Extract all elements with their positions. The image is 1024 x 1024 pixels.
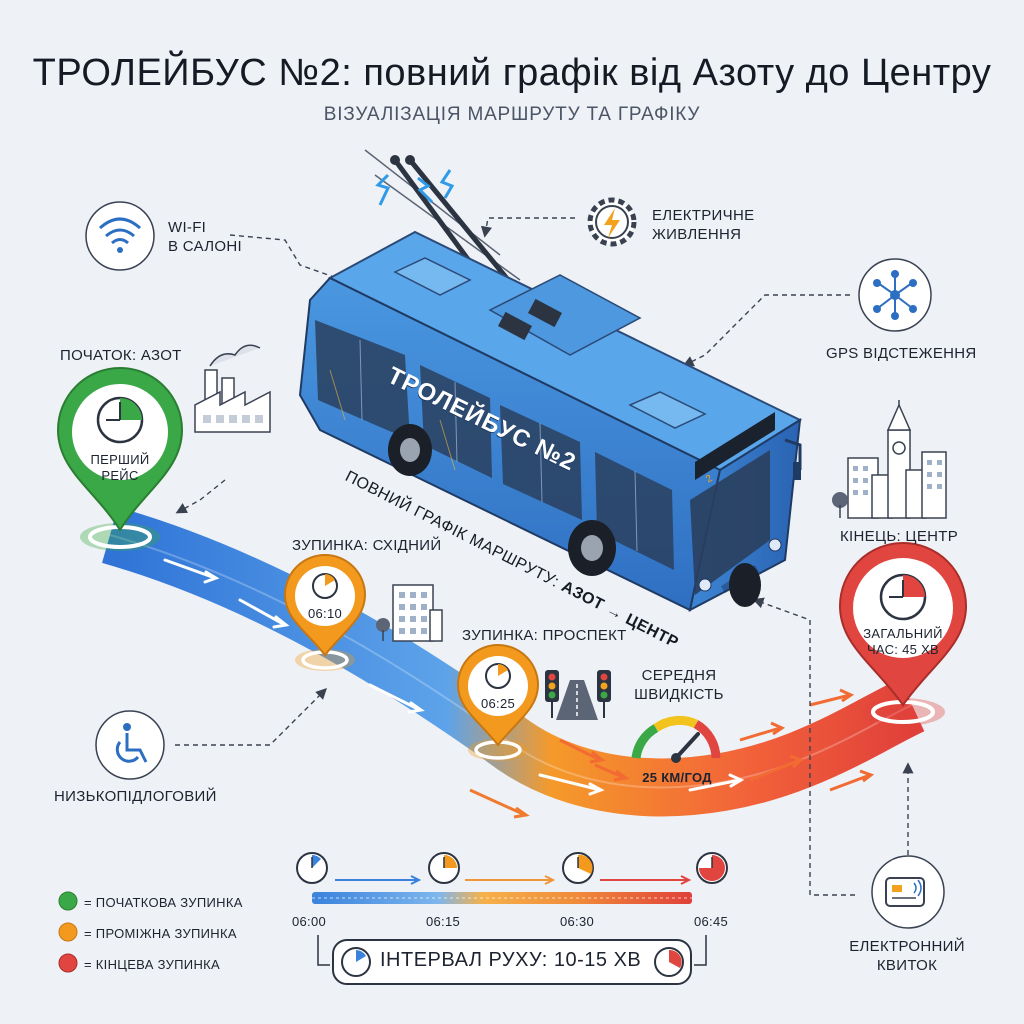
gear-lightning-icon [587,197,637,247]
end-pin-text-line2: ЧАС: 45 ХВ [866,642,940,657]
speed-arrows [559,688,875,792]
power-label: ЕЛЕКТРИЧНЕ ЖИВЛЕННЯ [652,206,754,244]
gps-label: GPS ВІДСТЕЖЕННЯ [826,345,977,362]
wifi-label-line1: WI-FI [168,219,207,236]
ticket-label: ЕЛЕКТРОННИЙ КВИТОК [840,937,974,975]
network-icon [858,258,932,332]
avg-speed-value: 25 КМ/ГОД [642,770,712,785]
card-reader-icon [871,855,945,929]
timeline [296,852,728,985]
ticket-label-line1: ЕЛЕКТРОННИЙ [849,938,965,955]
wifi-icon [85,201,155,271]
avg-speed-label-line1: СЕРЕДНЯ [641,667,717,684]
timeline-clock-4 [696,852,728,884]
start-pin-text: ПЕРШИЙ РЕЙС [86,452,154,484]
legend-end: = КІНЦЕВА ЗУПИНКА [84,957,220,972]
timeline-tick-0630: 06:30 [560,914,595,929]
end-stop-title: КІНЕЦЬ: ЦЕНТР [840,528,959,545]
avg-speed-label-line2: ШВИДКІСТЬ [634,686,724,703]
east-stop-title: ЗУПИНКА: СХІДНИЙ [292,537,442,554]
end-pin-text: ЗАГАЛЬНИЙ ЧАС: 45 ХВ [858,626,948,658]
ticket-label-line2: КВИТОК [876,957,938,974]
page-title: ТРОЛЕЙБУС №2: повний графік від Азоту до… [32,52,992,94]
power-label-line1: ЕЛЕКТРИЧНЕ [652,207,755,224]
prospect-stop-time: 06:25 [480,696,516,711]
end-pin-text-line1: ЗАГАЛЬНИЙ [863,626,943,641]
factory-icon [194,344,271,433]
timeline-clock-1 [296,852,328,884]
lowfloor-label: НИЗЬКОПІДЛОГОВИЙ [54,788,217,805]
interval-label: ІНТЕРВАЛ РУХУ: 10-15 ХВ [380,949,642,971]
prospect-stop-title: ЗУПИНКА: ПРОСПЕКТ [462,627,627,644]
page-subtitle: ВІЗУАЛІЗАЦІЯ МАРШРУТУ ТА ГРАФІКУ [323,104,701,125]
trolleybus [298,230,803,612]
avg-speed-label: СЕРЕДНЯ ШВИДКІСТЬ [624,666,734,704]
wifi-label-line2: В САЛОНІ [168,238,242,255]
bus-wheels [388,424,761,607]
route-arrows [163,558,745,796]
timeline-clock-2 [428,852,460,884]
speedometer-icon [631,715,721,763]
wifi-label: WI-FI В САЛОНІ [168,218,242,256]
traffic-lights-icon [545,670,611,720]
start-stop-title: ПОЧАТОК: АЗОТ [60,347,182,364]
start-pin-text-line1: ПЕРШИЙ [90,452,150,467]
legend-start: = ПОЧАТКОВА ЗУПИНКА [84,895,243,910]
start-pin-text-line2: РЕЙС [101,468,139,483]
legend-dots [58,891,78,973]
pin-end [838,542,968,726]
timeline-clock-3 [562,852,594,884]
wheelchair-icon [95,710,165,780]
timeline-tick-0615: 06:15 [426,914,461,929]
buildings-icon [376,584,443,642]
power-label-line2: ЖИВЛЕННЯ [652,226,742,243]
east-stop-time: 06:10 [307,606,343,621]
timeline-tick-0600: 06:00 [292,914,327,929]
route-band [102,507,925,819]
pin-east [283,554,367,671]
city-skyline-icon [832,400,947,519]
pin-prospect [456,644,540,761]
legend-intermediate: = ПРОМІЖНА ЗУПИНКА [84,926,237,941]
timeline-tick-0645: 06:45 [694,914,729,929]
pin-start [56,367,184,551]
